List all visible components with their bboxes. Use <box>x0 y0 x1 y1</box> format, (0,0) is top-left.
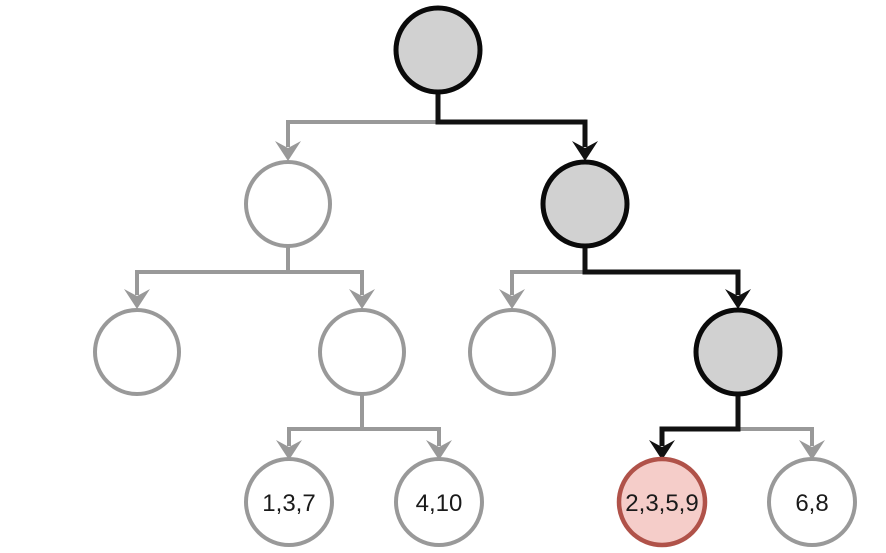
arrowhead-icon <box>725 289 751 309</box>
arrowhead-icon <box>649 440 675 460</box>
node-left-right <box>318 308 406 396</box>
arrowhead-icon <box>572 141 598 161</box>
leaf-node-2359-highlighted: 2,3,5,9 <box>616 456 708 548</box>
leaf-label: 2,3,5,9 <box>625 490 698 517</box>
edge-leftright-to-leaf-137 <box>276 394 364 460</box>
edge-leftright-to-leaf-410 <box>360 394 452 460</box>
edge-root-to-left <box>275 120 438 161</box>
arrowhead-icon <box>124 289 150 309</box>
edge-line <box>286 120 438 147</box>
edge-root-to-right-active <box>435 92 598 161</box>
node-left-left <box>93 308 181 396</box>
leaf-circle <box>394 457 484 547</box>
edge-right-to-rightleft <box>499 246 587 309</box>
edge-line <box>582 246 741 295</box>
edge-left-to-leftright <box>286 246 375 309</box>
leaf-node-68: 6,8 <box>767 457 857 547</box>
arrowhead-icon <box>276 440 302 460</box>
leaf-node-137: 1,3,7 <box>244 457 334 547</box>
node-left <box>244 160 332 248</box>
leaf-circle <box>767 457 857 547</box>
node-right-left <box>468 308 556 396</box>
arrowhead-icon <box>275 141 301 161</box>
node-right-visited <box>540 159 630 249</box>
edge-right-to-rightright-active <box>582 246 751 309</box>
leaf-label: 1,3,7 <box>262 490 315 517</box>
edge-rightright-to-leaf-68 <box>736 394 825 460</box>
arrowhead-icon <box>499 289 525 309</box>
leaf-label: 4,10 <box>416 490 463 517</box>
edge-rightright-to-leaf-2359-active <box>649 394 741 460</box>
edge-line <box>510 246 587 295</box>
arrowhead-icon <box>349 289 375 309</box>
arrowhead-icon <box>426 440 452 460</box>
node-right-right-visited <box>693 307 783 397</box>
edge-line <box>435 92 588 147</box>
edge-line <box>287 394 364 446</box>
edge-line <box>286 246 364 295</box>
edge-left-to-leftleft <box>124 246 290 309</box>
arrowhead-icon <box>799 440 825 460</box>
node-root-visited <box>393 5 483 95</box>
leaf-circle <box>244 457 334 547</box>
edge-line <box>360 394 441 446</box>
edge-line <box>736 394 814 446</box>
leaf-circle-highlighted <box>616 456 708 548</box>
edge-line <box>659 394 741 446</box>
edge-line <box>135 246 290 295</box>
leaf-node-410: 4,10 <box>394 457 484 547</box>
leaf-label: 6,8 <box>795 490 828 517</box>
